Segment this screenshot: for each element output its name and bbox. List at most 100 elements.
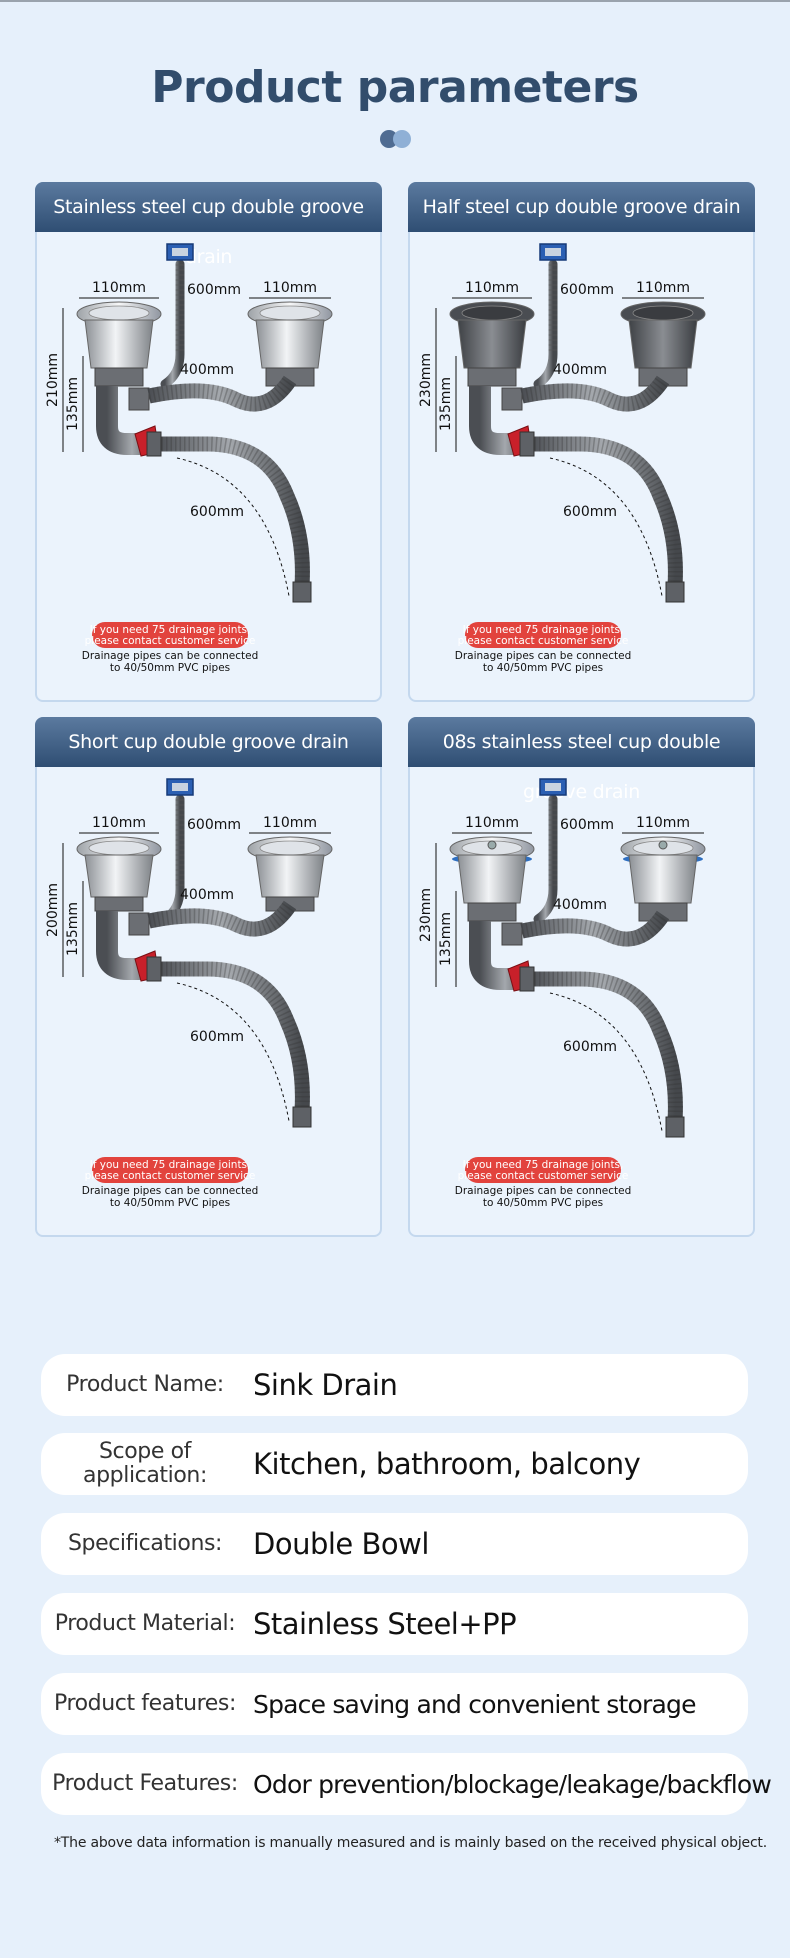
connect-pipe <box>520 910 670 947</box>
tee-joint <box>501 387 523 411</box>
dim-label-cup-height: 135mm <box>438 912 454 966</box>
product-card-stainless: Stainless steel cup double groove drain … <box>35 182 382 702</box>
param-value: Space saving and convenient storage <box>253 1689 696 1719</box>
badge-line-1: If you need 75 drainage joints, <box>90 1159 251 1171</box>
strainer-knob <box>658 840 668 850</box>
strainer-basket <box>88 840 150 856</box>
param-row-product-name: Product Name: Sink Drain <box>41 1354 748 1416</box>
dim-label-left-cup: 110mm <box>92 815 146 831</box>
left-elbow <box>96 911 157 980</box>
dim-label-total-height: 230mm <box>418 353 434 407</box>
strainer-basket <box>632 305 694 321</box>
overflow-cover-grille <box>172 783 188 791</box>
note-line-1: Drainage pipes can be connected <box>455 650 631 662</box>
param-value: Kitchen, bathroom, balcony <box>253 1447 641 1481</box>
drain-pipe-ribs <box>157 961 310 1112</box>
overflow-cover-grille <box>172 248 188 256</box>
param-row-scope: Scope of application: Kitchen, bathroom,… <box>41 1433 748 1495</box>
drain-nut <box>146 956 162 982</box>
note-line-2: to 40/50mm PVC pipes <box>110 662 230 674</box>
note-line-2: to 40/50mm PVC pipes <box>483 662 603 674</box>
drain-tail <box>665 581 685 603</box>
footnote: *The above data information is manually … <box>54 1835 767 1851</box>
param-label: Product Name: <box>66 1371 224 1397</box>
param-value: Stainless Steel+PP <box>253 1607 517 1641</box>
param-label: Product features: <box>53 1690 237 1716</box>
param-value: Odor prevention/blockage/leakage/backflo… <box>253 1769 772 1799</box>
tee-joint <box>128 912 150 936</box>
drain-nut <box>519 966 535 992</box>
note-line-2: to 40/50mm PVC pipes <box>110 1197 230 1209</box>
dim-label-total-height: 210mm <box>45 353 61 407</box>
drain-pipe <box>157 436 310 587</box>
dim-label-drain-pipe: 600mm <box>190 1029 244 1045</box>
dim-label-total-height: 200mm <box>45 883 61 937</box>
param-row-features: Product features: Space saving and conve… <box>41 1673 748 1735</box>
dim-label-cup-height: 135mm <box>65 377 81 431</box>
param-label: Specifications: <box>67 1530 223 1556</box>
dim-label-connect-pipe: 400mm <box>553 897 607 913</box>
drain-pipe-ribs <box>157 436 310 587</box>
title-decoration-dots <box>380 130 414 148</box>
dim-label-right-cup: 110mm <box>636 815 690 831</box>
overflow-cover-grille <box>545 783 561 791</box>
strainer-basket <box>461 305 523 321</box>
dim-label-left-cup: 110mm <box>92 280 146 296</box>
cup-nut <box>94 896 144 912</box>
drain-tail <box>292 1106 312 1128</box>
card-title: Half steel cup double groove drain <box>408 182 755 232</box>
cup-nut <box>467 367 517 387</box>
param-row-features-2: Product Features: Odor prevention/blocka… <box>41 1753 772 1815</box>
strainer-basket <box>259 305 321 321</box>
dim-label-drain-pipe: 600mm <box>563 1039 617 1055</box>
drain-tail <box>292 581 312 603</box>
left-elbow <box>96 386 157 455</box>
page-title: Product parameters <box>151 62 639 113</box>
dim-label-cup-height: 135mm <box>65 902 81 956</box>
dim-label-connect-pipe: 400mm <box>553 362 607 378</box>
cup-body <box>628 319 698 369</box>
dim-label-overflow-pipe: 600mm <box>187 817 241 833</box>
drain-pipe-ribs <box>530 971 683 1122</box>
badge-line-2: please contact customer service <box>458 1170 629 1182</box>
badge-line-2: please contact customer service <box>85 1170 256 1182</box>
contact-badge <box>92 622 248 648</box>
dim-label-overflow-pipe: 600mm <box>560 282 614 298</box>
card-title: 08s stainless steel cup double groove dr… <box>408 717 755 803</box>
dim-label-drain-pipe: 600mm <box>563 504 617 520</box>
param-row-material: Product Material: Stainless Steel+PP <box>41 1593 748 1655</box>
cup-body <box>255 854 325 898</box>
cup-body <box>457 319 527 369</box>
cup-nut <box>467 902 517 922</box>
param-row-specifications: Specifications: Double Bowl <box>41 1513 748 1575</box>
drain-pipe <box>530 971 683 1122</box>
cup-body <box>84 319 154 369</box>
connect-pipe <box>520 375 670 412</box>
drain-nut <box>146 431 162 457</box>
decoration-dot-light <box>393 130 411 148</box>
overflow-pipe <box>533 259 558 389</box>
note-line-1: Drainage pipes can be connected <box>82 650 258 662</box>
dim-label-overflow-pipe: 600mm <box>187 282 241 298</box>
badge-line-1: If you need 75 drainage joints, <box>463 1159 624 1171</box>
cup-nut <box>94 367 144 387</box>
left-elbow <box>469 386 530 455</box>
badge-line-1: If you need 75 drainage joints, <box>463 624 624 636</box>
note-line-1: Drainage pipes can be connected <box>82 1185 258 1197</box>
drain-nut <box>519 431 535 457</box>
card-title: Stainless steel cup double groove drain <box>35 182 382 268</box>
drain-pipe <box>530 436 683 587</box>
drain-tail <box>665 1116 685 1138</box>
strainer-basket <box>88 305 150 321</box>
dim-label-connect-pipe: 400mm <box>180 887 234 903</box>
dim-label-left-cup: 110mm <box>465 815 519 831</box>
cup-body <box>457 854 527 904</box>
overflow-pipe <box>160 259 185 389</box>
tee-joint <box>128 387 150 411</box>
card-title: Short cup double groove drain <box>35 717 382 767</box>
